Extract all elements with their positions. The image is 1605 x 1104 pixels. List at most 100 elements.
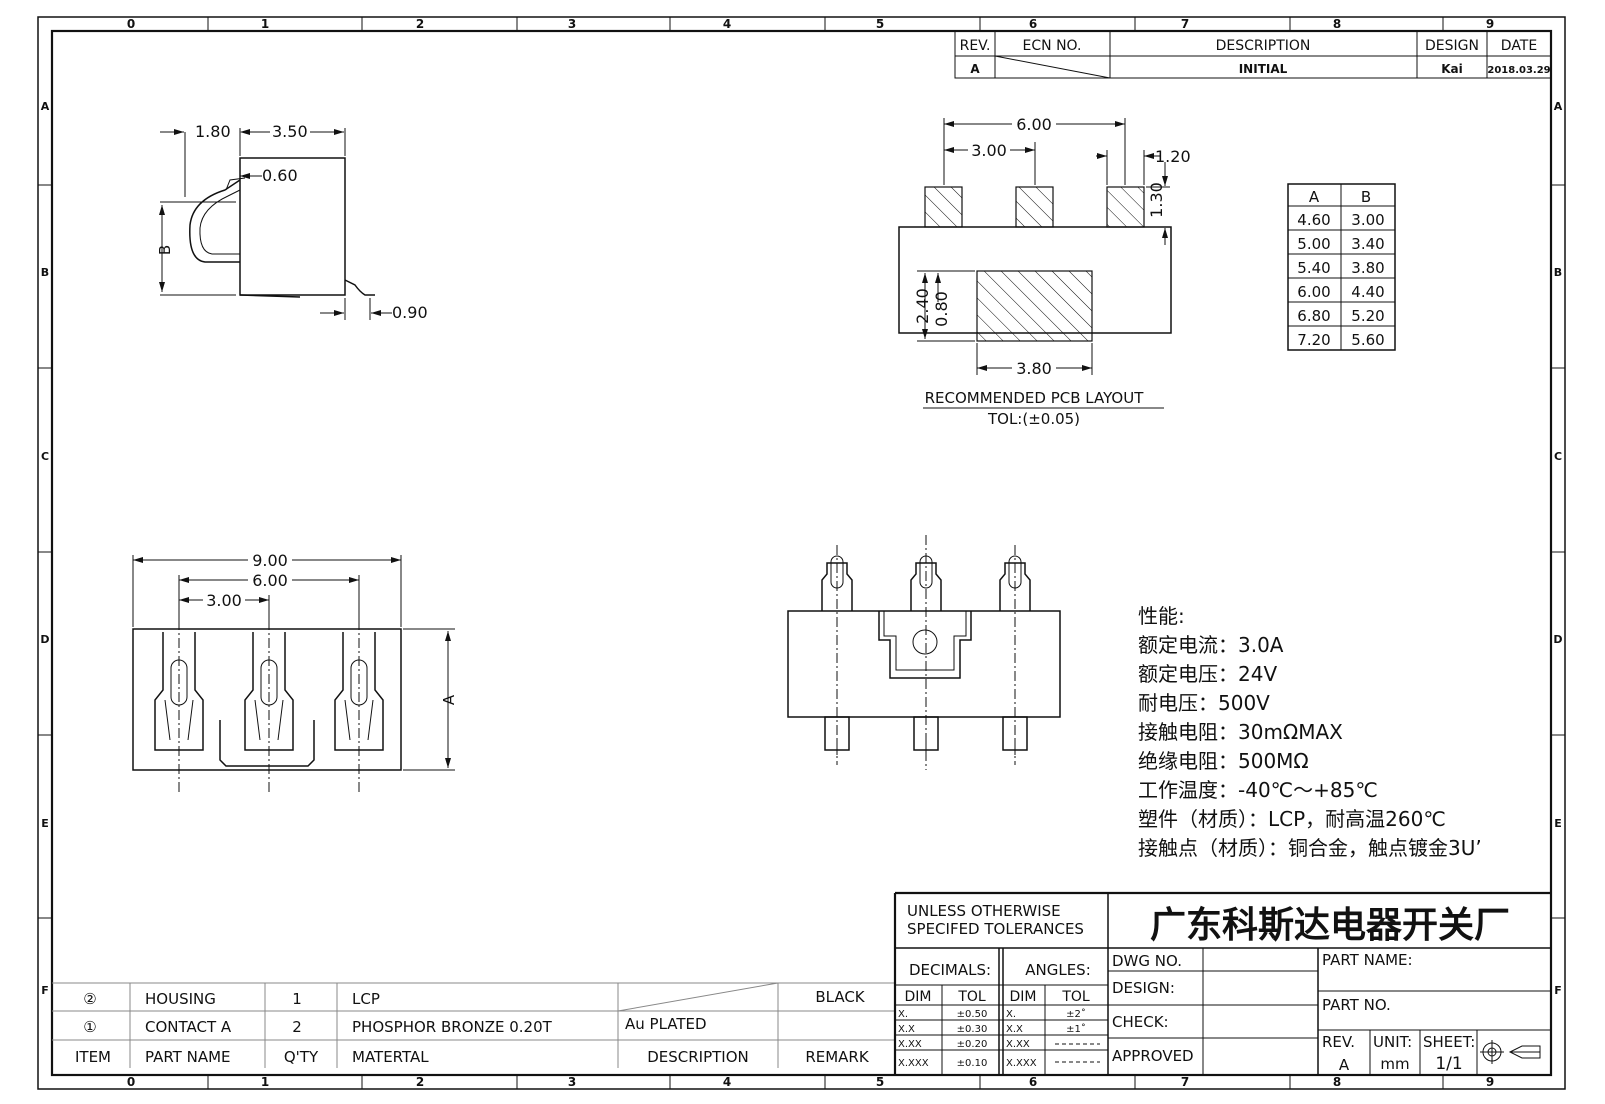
front-view: 9.00 6.00 3.00 A <box>132 551 458 795</box>
dec-dim: X.XX <box>898 1039 922 1050</box>
pcb-layout: 6.00 3.00 1.20 1.30 2.40 0.80 3.80 <box>898 115 1191 428</box>
column-labels: 0 1 2 3 4 5 6 7 8 9 0 1 2 3 4 5 6 7 8 9 <box>127 17 1494 1089</box>
col-label-top: 3 <box>568 17 576 31</box>
projection-symbol-icon <box>1480 1040 1541 1064</box>
dim-3-50: 3.50 <box>272 122 308 141</box>
row-label-right: D <box>1553 633 1562 646</box>
bom-description: Au PLATED <box>625 1015 707 1033</box>
col-label-bottom: 4 <box>723 1075 731 1089</box>
col-label-top: 5 <box>876 17 884 31</box>
dec-tol: ±0.50 <box>957 1009 988 1020</box>
back-view <box>787 535 1061 770</box>
dim-1-80: 1.80 <box>195 122 231 141</box>
spec-line: 耐电压：500V <box>1138 691 1270 715</box>
date-value: 2018.03.29 <box>1487 65 1550 76</box>
title-block: UNLESS OTHERWISE SPECIFED TOLERANCES 广东科… <box>893 891 1551 1075</box>
dec-dim: X.X <box>898 1024 915 1035</box>
description-value: INITIAL <box>1239 62 1288 76</box>
row-labels: A B C D E F A B C D E F <box>40 100 1562 997</box>
row-label-left: B <box>41 266 49 279</box>
bom-name: HOUSING <box>145 990 216 1008</box>
ab-cell: 7.20 <box>1297 331 1330 349</box>
col-label-bottom: 3 <box>568 1075 576 1089</box>
dec-tol: ±0.20 <box>957 1039 988 1050</box>
col-label-bottom: 0 <box>127 1075 135 1089</box>
ang-tol: ±1˚ <box>1066 1023 1086 1035</box>
design-label: DESIGN: <box>1112 979 1175 997</box>
sheet-border <box>37 16 1566 1090</box>
ab-cell: 6.80 <box>1297 307 1330 325</box>
bom-item: ② <box>83 990 96 1008</box>
bom-header-remark: REMARK <box>805 1048 870 1066</box>
ang-dim: X. <box>1006 1009 1016 1020</box>
pcb-dim-3-00: 3.00 <box>971 141 1007 160</box>
col-label-top: 2 <box>416 17 424 31</box>
ab-cell: 3.00 <box>1351 211 1384 229</box>
ab-cell: 5.00 <box>1297 235 1330 253</box>
ab-cell: 6.00 <box>1297 283 1330 301</box>
ab-cell: 5.40 <box>1297 259 1330 277</box>
col-label-bottom: 1 <box>261 1075 269 1089</box>
col-label-top: 0 <box>127 17 135 31</box>
ab-cell: 5.60 <box>1351 331 1384 349</box>
row-label-right: C <box>1554 450 1562 463</box>
bom-table: ② HOUSING 1 LCP BLACK ① CONTACT A 2 PHOS… <box>52 982 895 1068</box>
dim-0-60: 0.60 <box>262 166 298 185</box>
angles-label: ANGLES: <box>1025 961 1091 979</box>
tolerance-note-line-1: UNLESS OTHERWISE <box>907 902 1061 920</box>
tolerance-note-line-2: SPECIFED TOLERANCES <box>907 920 1084 938</box>
decimals-label: DECIMALS: <box>909 961 991 979</box>
row-label-left: A <box>41 100 50 113</box>
check-label: CHECK: <box>1112 1013 1169 1031</box>
bom-material: LCP <box>352 990 380 1008</box>
dec-tol: ±0.30 <box>957 1024 988 1035</box>
bom-header-material: MATERTAL <box>352 1048 429 1066</box>
pcb-dim-1-30: 1.30 <box>1147 182 1166 218</box>
dwg-no-label: DWG NO. <box>1112 952 1182 970</box>
tol-header: TOL <box>1061 989 1090 1005</box>
spec-line: 性能: <box>1138 604 1185 628</box>
dim-header: DIM <box>1010 989 1037 1005</box>
specs-text: 性能: 额定电流：3.0A 额定电压：24V 耐电压：500V 接触电阻：30m… <box>1138 604 1482 860</box>
ab-cell: 5.20 <box>1351 307 1384 325</box>
row-label-right: E <box>1554 817 1562 830</box>
pcb-dim-1-20: 1.20 <box>1155 147 1191 166</box>
pcb-dim-3-80: 3.80 <box>1016 359 1052 378</box>
approved-label: APPROVED <box>1112 1047 1194 1065</box>
bom-qty: 1 <box>292 990 302 1008</box>
design-value: Kai <box>1441 62 1463 76</box>
pcb-layout-title: RECOMMENDED PCB LAYOUT <box>925 389 1145 407</box>
dec-dim: X.XXX <box>898 1058 929 1069</box>
sheet-value: 1/1 <box>1435 1054 1462 1074</box>
dim-header: DIM <box>905 989 932 1005</box>
bom-header-name: PART NAME <box>145 1048 231 1066</box>
dim-b-label: B <box>156 245 174 255</box>
spec-line: 接触点（材质）：铜合金，触点镀金3U’ <box>1138 836 1482 860</box>
side-view: B 1.80 3.50 0.60 0.90 <box>156 122 428 322</box>
unit-value: mm <box>1380 1055 1409 1073</box>
bom-header-description: DESCRIPTION <box>647 1048 749 1066</box>
row-label-right: B <box>1554 266 1562 279</box>
pcb-dim-6-00: 6.00 <box>1016 115 1052 134</box>
part-no-label: PART NO. <box>1322 996 1391 1014</box>
dec-dim: X. <box>898 1009 908 1020</box>
front-dim-3-00: 3.00 <box>206 591 242 610</box>
col-label-top: 9 <box>1486 17 1494 31</box>
ecn-header: ECN NO. <box>1023 38 1082 54</box>
design-header: DESIGN <box>1425 38 1479 54</box>
pcb-dim-2-40: 2.40 <box>913 288 932 324</box>
unit-label: UNIT: <box>1373 1033 1412 1051</box>
spec-line: 工作温度：-40℃～+85℃ <box>1138 778 1378 802</box>
bom-remark: BLACK <box>815 988 865 1006</box>
ang-dim: X.X <box>1006 1024 1023 1035</box>
row-label-right: F <box>1554 984 1562 997</box>
spec-line: 塑件（材质）：LCP，耐高温260℃ <box>1138 807 1446 831</box>
row-label-left: E <box>41 817 49 830</box>
ab-header-a: A <box>1309 188 1320 206</box>
ang-dim: X.XXX <box>1006 1058 1037 1069</box>
rev-value: A <box>1339 1056 1350 1074</box>
col-label-top: 8 <box>1333 17 1341 31</box>
bom-item: ① <box>83 1018 96 1036</box>
tol-header: TOL <box>957 989 986 1005</box>
